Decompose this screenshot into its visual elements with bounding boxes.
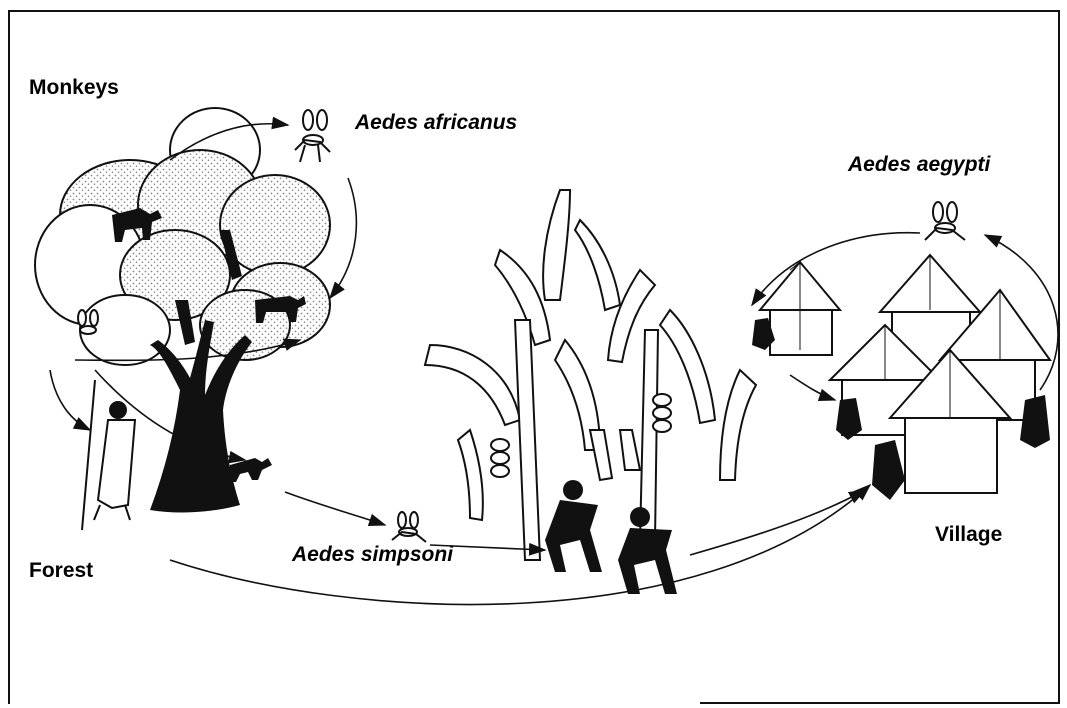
mosquito-icon-aegypti (925, 202, 965, 240)
forest-tree (35, 108, 330, 512)
mosquito-icon-africanus (295, 110, 330, 162)
aedes-simpsoni-label: Aedes simpsoni (292, 543, 453, 567)
forest-label: Forest (29, 559, 93, 583)
village-huts (760, 255, 1050, 493)
plantation-workers (545, 480, 677, 594)
mosquito-icon-simpsoni (392, 512, 426, 542)
plantation-arrows (170, 485, 870, 604)
aedes-africanus-label: Aedes africanus (355, 111, 517, 135)
monkeys-label: Monkeys (29, 76, 119, 100)
aedes-aegypti-label: Aedes aegypti (848, 153, 990, 177)
village-label: Village (935, 523, 1002, 547)
